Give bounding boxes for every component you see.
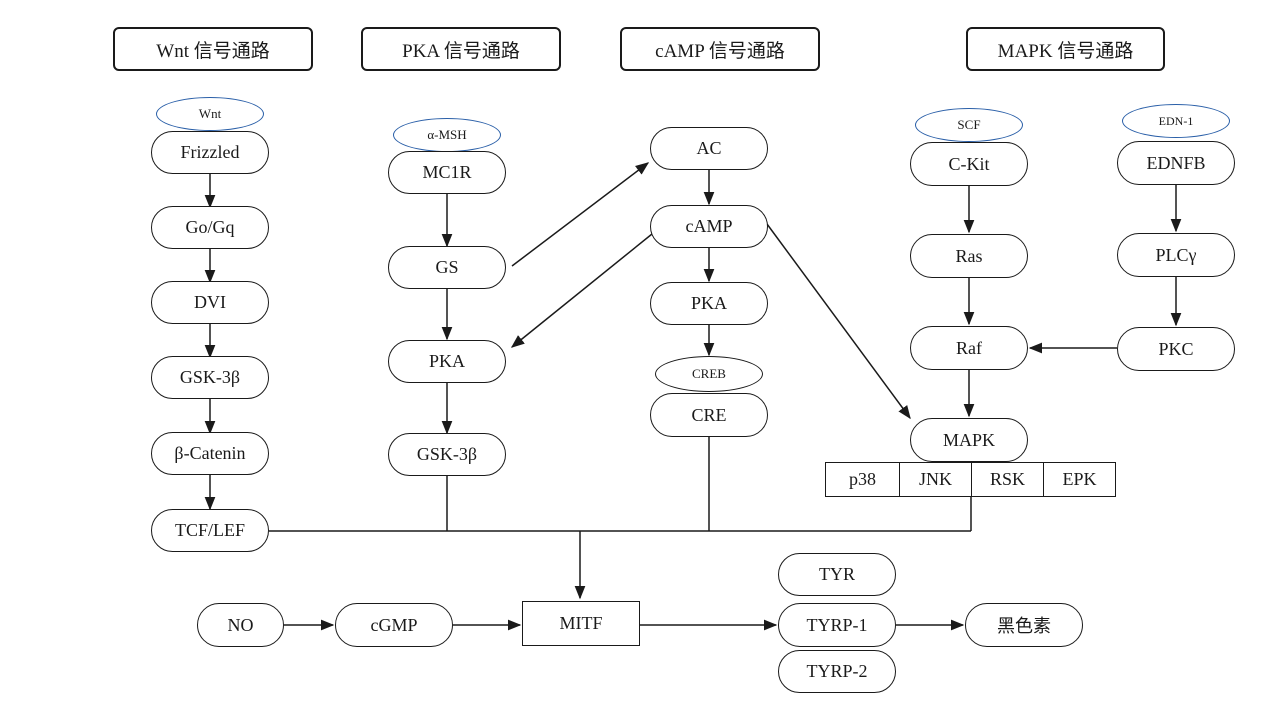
- arrow-camp-mapk: [766, 223, 911, 420]
- node-frizzled: Frizzled: [151, 131, 269, 174]
- node-pka-camp: PKA: [650, 282, 768, 325]
- node-c-kit: C-Kit: [910, 142, 1028, 186]
- subtype-rsk: RSK: [971, 463, 1043, 496]
- node-gsk3b-pka: GSK-3β: [388, 433, 506, 476]
- subtype-p38: p38: [849, 469, 876, 489]
- node-mc1r: MC1R: [388, 151, 506, 194]
- ligand-edn1: EDN-1: [1122, 104, 1230, 138]
- arrow-camp-pka-left: [510, 233, 653, 348]
- node-pka-left: PKA: [388, 340, 506, 383]
- ligand-scf: SCF: [915, 108, 1023, 142]
- node-creb: CREB: [655, 356, 763, 392]
- node-melanin: 黑色素: [965, 603, 1083, 647]
- node-dvi: DVI: [151, 281, 269, 324]
- node-ednfb: EDNFB: [1117, 141, 1235, 185]
- node-gs: GS: [388, 246, 506, 289]
- node-plc-gamma: PLCγ: [1117, 233, 1235, 277]
- header-camp: cAMP 信号通路: [620, 27, 820, 71]
- subtype-jnk: JNK: [899, 463, 971, 496]
- node-pkc: PKC: [1117, 327, 1235, 371]
- subtype-epk: EPK: [1043, 463, 1115, 496]
- mapk-subtypes-table: p38 JNK RSK EPK: [825, 462, 1116, 497]
- node-ac: AC: [650, 127, 768, 170]
- ligand-alpha-msh: α-MSH: [393, 118, 501, 152]
- header-mapk: MAPK 信号通路: [966, 27, 1165, 71]
- node-cre: CRE: [650, 393, 768, 437]
- node-tyrp1: TYRP-1: [778, 603, 896, 647]
- node-cgmp: cGMP: [335, 603, 453, 647]
- node-tyr: TYR: [778, 553, 896, 596]
- header-wnt: Wnt 信号通路: [113, 27, 313, 71]
- node-beta-catenin: β-Catenin: [151, 432, 269, 475]
- node-raf: Raf: [910, 326, 1028, 370]
- node-gsk3b-wnt: GSK-3β: [151, 356, 269, 399]
- node-mapk: MAPK: [910, 418, 1028, 462]
- header-pka: PKA 信号通路: [361, 27, 561, 71]
- node-no: NO: [197, 603, 284, 647]
- node-tcf-lef: TCF/LEF: [151, 509, 269, 552]
- node-mitf: MITF: [522, 601, 640, 646]
- node-camp: cAMP: [650, 205, 768, 248]
- arrow-gs-ac: [511, 162, 650, 267]
- node-go-gq: Go/Gq: [151, 206, 269, 249]
- ligand-wnt: Wnt: [156, 97, 264, 131]
- node-ras: Ras: [910, 234, 1028, 278]
- node-tyrp2: TYRP-2: [778, 650, 896, 693]
